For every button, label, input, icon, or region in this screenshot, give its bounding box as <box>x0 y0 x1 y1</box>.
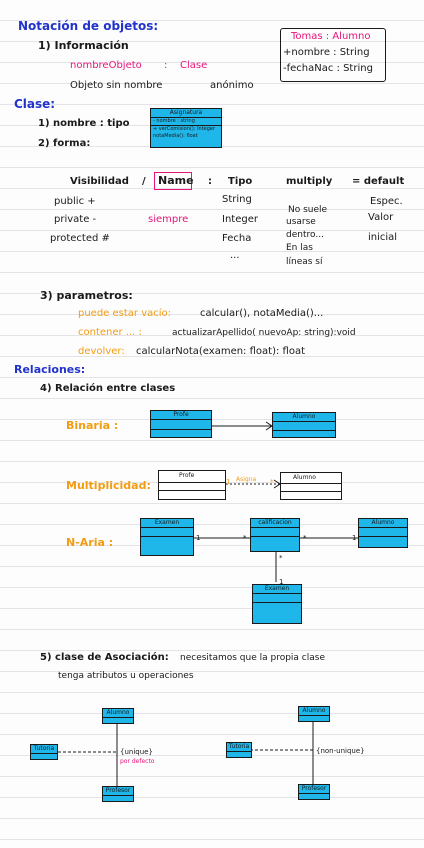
param-label-vacio: puede estar vacío: <box>78 308 172 319</box>
name-highlight-box <box>154 172 192 190</box>
multiply-note1: No suele <box>288 205 328 215</box>
asignatura-attr: - nombre : string <box>151 118 221 126</box>
mult-alumno-label: Alumno <box>293 474 316 481</box>
param-value-vacio: calcular(), notaMedia()... <box>200 308 324 319</box>
tipo-integer: Integer <box>222 214 258 225</box>
asociacion-text1: necesitamos que la propia clase <box>180 653 325 663</box>
clase-separator: : <box>164 60 168 71</box>
assoc-left-alumno-label: Alumno <box>103 709 133 718</box>
nombre-objeto-text: nombreObjeto <box>70 60 142 71</box>
asignatura-op1: + verComision(): Integer <box>153 126 216 132</box>
multiply-header: multiply <box>286 176 333 187</box>
parametros-title: 3) parametros: <box>40 289 133 302</box>
default-header: = default <box>352 176 405 187</box>
name-header: Name <box>158 174 194 187</box>
asignatura-class-box: Asignatura - nombre : string + verComisi… <box>150 108 222 148</box>
object-example-box: Tomas : Alumno +nombre : String -fechaNa… <box>280 28 386 82</box>
visibilidad-header: Visibilidad <box>70 176 129 187</box>
assoc-left-unique: {unique} <box>120 748 153 756</box>
clase-text: Clase <box>180 60 208 71</box>
default-valor: Valor <box>368 212 394 223</box>
asociacion-text2: tenga atributos u operaciones <box>58 671 194 681</box>
naria-alumno-label: Alumno <box>359 519 407 528</box>
tipo-string: String <box>222 194 252 205</box>
clase-item2: 2) forma: <box>38 138 91 149</box>
clase-title: Clase: <box>14 97 56 111</box>
mult-profe-label: Profe <box>179 472 195 479</box>
vis-private: private - <box>54 214 97 225</box>
binaria-alumno-label: Alumno <box>273 413 335 422</box>
anonimo-text: anónimo <box>210 80 254 91</box>
naria-examen2-box: Examen <box>252 584 302 624</box>
assoc-right-alumno-label: Alumno <box>299 707 329 716</box>
naria-mult-star-right: * <box>303 534 307 542</box>
mult-star: * <box>270 478 274 486</box>
multiply-note3: dentro... <box>286 230 324 240</box>
assoc-left-profesor-label: Profesor <box>103 787 133 796</box>
sin-nombre-text: Objeto sin nombre <box>70 80 163 91</box>
binaria-label: Binaria : <box>66 419 119 432</box>
naria-examen2-label: Examen <box>253 585 301 594</box>
param-label-devolver: devolver: <box>78 346 125 357</box>
param-label-contener: contener ... : <box>78 327 142 338</box>
assoc-right-alumno-box: Alumno <box>298 706 330 722</box>
asociacion-title: 5) clase de Asociación: <box>40 652 169 663</box>
param-value-contener: actualizarApellido( nuevoAp: string):voi… <box>172 328 356 338</box>
object-example-line2: -fechaNac : String <box>283 63 373 74</box>
naria-mult-one-right: 1 <box>352 534 357 542</box>
multiplicidad-label: Multiplicidad: <box>66 479 151 492</box>
assoc-left-alumno-box: Alumno <box>102 708 134 724</box>
assoc-right-tutoria-label: Tutoria <box>227 743 251 752</box>
notacion-title: Notación de objetos: <box>18 19 159 33</box>
binaria-alumno-box: Alumno <box>272 412 336 438</box>
mult-alumno-box: Alumno <box>280 472 342 500</box>
naria-alumno-box: Alumno <box>358 518 408 548</box>
clase-item1: 1) nombre : tipo <box>38 118 130 129</box>
assoc-right-non-unique: {non-unique} <box>316 747 365 755</box>
assoc-right-profesor-label: Profesor <box>299 785 329 794</box>
default-espec: Espec. <box>370 196 403 207</box>
naria-calificacion-box: calificacion <box>250 518 300 552</box>
naria-mult-one-left: 1 <box>196 534 201 542</box>
notacion-item1: 1) Información <box>38 39 129 52</box>
param-value-devolver: calcularNota(examen: float): float <box>136 346 305 357</box>
vis-public: public + <box>54 196 96 207</box>
assoc-right-profesor-box: Profesor <box>298 784 330 800</box>
siempre-text: siempre <box>148 214 189 225</box>
asignatura-header: Asignatura <box>151 109 221 118</box>
naria-calificacion-label: calificacion <box>251 519 299 528</box>
naria-label: N-Aria : <box>66 536 114 549</box>
multiply-note2: usarse <box>286 217 316 227</box>
asigna-label: Asigna <box>236 476 257 483</box>
object-example-title: Tomas : Alumno <box>291 31 371 42</box>
assoc-left-profesor-box: Profesor <box>102 786 134 802</box>
naria-examen-box: Examen <box>140 518 194 556</box>
mult-profe-box: Profe <box>158 470 226 500</box>
tipo-header: Tipo <box>228 176 253 187</box>
binaria-profe-box: Profe <box>150 410 212 438</box>
naria-mult-one-down: 1 <box>279 578 284 586</box>
assoc-left-tutoria-label: Tutoria <box>31 745 57 754</box>
naria-examen-label: Examen <box>141 519 193 528</box>
slash-separator: / <box>142 176 146 187</box>
binaria-profe-label: Profe <box>151 411 211 420</box>
tipo-fecha: Fecha <box>222 233 252 244</box>
vis-protected: protected # <box>50 233 110 244</box>
assoc-left-tutoria-box: Tutoria <box>30 744 58 760</box>
relaciones-item4: 4) Relación entre clases <box>40 383 176 394</box>
default-inicial: inicial <box>368 232 398 243</box>
multiply-note4: En las <box>286 243 313 253</box>
object-example-line1: +nombre : String <box>283 47 370 58</box>
mult-one: 1 <box>226 478 231 486</box>
relaciones-title: Relaciones: <box>14 363 86 376</box>
asignatura-op2: notaMedia(): float <box>153 133 198 139</box>
assoc-right-tutoria-box: Tutoria <box>226 742 252 758</box>
colon-separator: : <box>208 176 212 187</box>
assoc-left-por-defecto: por defecto <box>120 758 155 765</box>
multiply-note5: líneas sí <box>286 257 323 267</box>
naria-mult-star-left: * <box>243 534 247 542</box>
naria-mult-star-down: * <box>279 554 283 562</box>
tipo-ellipsis: ... <box>230 250 240 261</box>
